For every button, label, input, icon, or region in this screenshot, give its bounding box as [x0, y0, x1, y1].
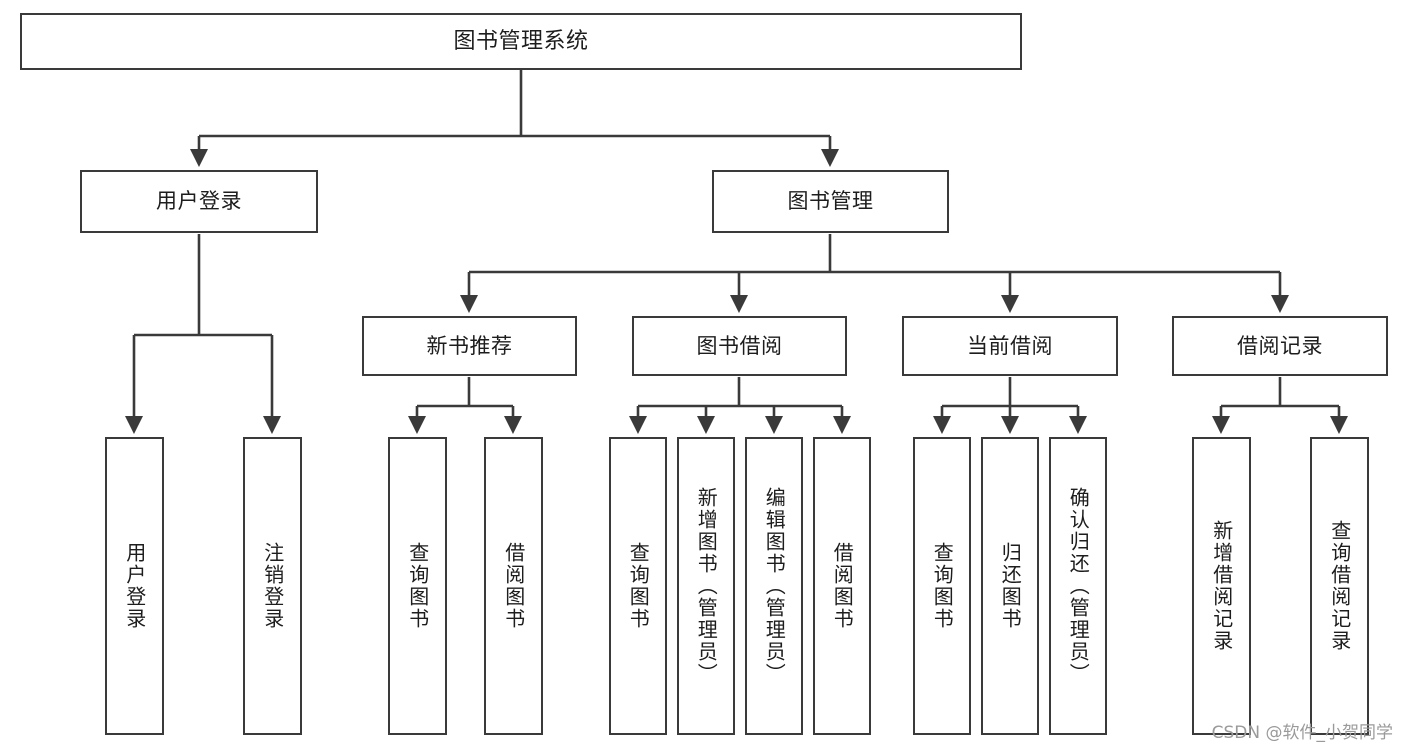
node-label: 图书管理系统 — [453, 28, 589, 54]
node-book-borrowing[interactable]: 图书借阅 — [632, 316, 847, 376]
node-new-book-recommendation[interactable]: 新书推荐 — [362, 316, 577, 376]
node-label: 注销登录 — [260, 542, 285, 630]
node-leaf-query-book-borrow[interactable]: 查询图书 — [609, 437, 667, 735]
node-label: 查询图书 — [930, 542, 955, 630]
node-label: 借阅图书 — [830, 542, 855, 630]
node-current-borrowing[interactable]: 当前借阅 — [902, 316, 1118, 376]
node-label: 图书管理 — [787, 189, 874, 214]
node-book-management[interactable]: 图书管理 — [712, 170, 949, 233]
node-label: 查询图书 — [626, 542, 651, 630]
node-label: 编辑图书（管理员） — [762, 487, 787, 685]
node-label: 借阅图书 — [501, 542, 526, 630]
node-leaf-return-book[interactable]: 归还图书 — [981, 437, 1039, 735]
node-leaf-add-borrow-record[interactable]: 新增借阅记录 — [1192, 437, 1251, 735]
node-label: 查询图书 — [405, 542, 430, 630]
watermark-text: CSDN @软件_小贺同学 — [1211, 723, 1393, 743]
node-label: 新书推荐 — [426, 333, 513, 358]
node-label: 当前借阅 — [967, 333, 1053, 358]
node-user-login[interactable]: 用户登录 — [80, 170, 318, 233]
node-root-book-management-system[interactable]: 图书管理系统 — [20, 13, 1022, 70]
node-leaf-edit-book-admin[interactable]: 编辑图书（管理员） — [745, 437, 803, 735]
node-label: 新增借阅记录 — [1209, 520, 1234, 652]
node-leaf-user-login[interactable]: 用户登录 — [105, 437, 164, 735]
node-leaf-logout[interactable]: 注销登录 — [243, 437, 302, 735]
node-leaf-query-borrow-record[interactable]: 查询借阅记录 — [1310, 437, 1369, 735]
node-leaf-add-book-admin[interactable]: 新增图书（管理员） — [677, 437, 735, 735]
node-leaf-confirm-return-admin[interactable]: 确认归还（管理员） — [1049, 437, 1107, 735]
node-leaf-query-book-current[interactable]: 查询图书 — [913, 437, 971, 735]
node-label: 查询借阅记录 — [1327, 520, 1352, 652]
node-borrowing-record[interactable]: 借阅记录 — [1172, 316, 1388, 376]
node-label: 新增图书（管理员） — [694, 487, 719, 685]
node-label: 借阅记录 — [1237, 333, 1323, 358]
node-label: 用户登录 — [156, 189, 242, 214]
node-label: 归还图书 — [998, 542, 1023, 630]
node-label: 用户登录 — [122, 542, 147, 630]
node-leaf-query-book-newbook[interactable]: 查询图书 — [388, 437, 447, 735]
node-label: 确认归还（管理员） — [1066, 487, 1091, 685]
node-label: 图书借阅 — [696, 333, 783, 358]
node-leaf-borrow-book[interactable]: 借阅图书 — [813, 437, 871, 735]
node-leaf-borrow-book-newbook[interactable]: 借阅图书 — [484, 437, 543, 735]
